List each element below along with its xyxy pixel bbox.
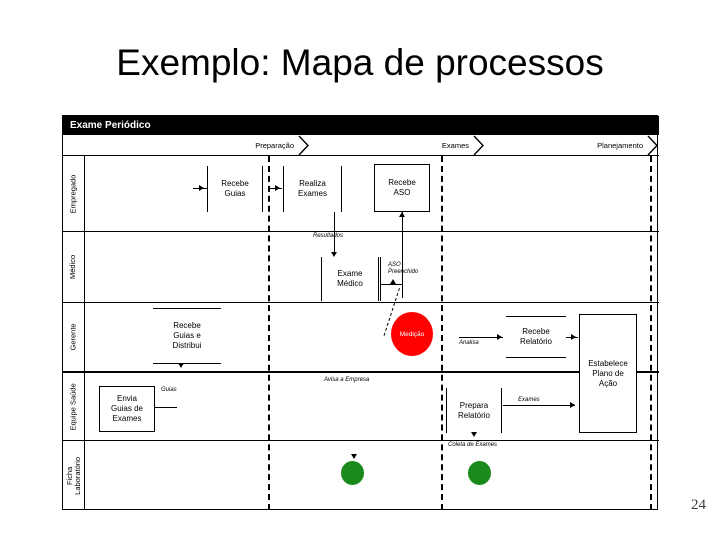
flow-label-avisa-empresa: Avisa a Empresa <box>324 377 370 383</box>
phase-planejamento: Planejamento <box>485 135 659 156</box>
phase-divider-1 <box>268 156 270 510</box>
diagram-header-title: Exame Periódico <box>63 116 659 135</box>
phase-exames-label: Exames <box>441 141 469 150</box>
page-number: 24 <box>691 497 706 513</box>
connector-resultados <box>334 212 335 252</box>
marker-medicao-label: Medição <box>399 330 425 338</box>
marker-green-2-label <box>468 461 491 485</box>
chevron-right-icon <box>647 135 659 156</box>
flow-label-guias: Guias <box>161 387 177 393</box>
phase-planejamento-label: Planejamento <box>597 141 643 150</box>
phase-preparacao-label: Preparação <box>255 141 294 150</box>
lane-ficha-laboratorio-text: Ficha Laboratório <box>64 456 82 495</box>
flow-label-coleta-exames: Coleta de Exames <box>448 442 498 448</box>
activity-prepara-relatorio[interactable]: Prepara Relatório <box>446 388 502 433</box>
activity-realiza-exames[interactable]: Realiza Exames <box>283 166 342 212</box>
lane-gerente-text: Gerente <box>68 323 78 351</box>
flow-label-exames: Exames <box>518 397 540 403</box>
phase-divider-2 <box>441 156 443 510</box>
chevron-right-icon <box>298 135 310 156</box>
lane-equipe-saude-text: Equipe Saúde <box>68 382 78 431</box>
arrow-right-icon <box>570 402 575 408</box>
phase-preparacao: Preparação <box>85 135 310 156</box>
lane-label-medico: Médico <box>63 232 85 302</box>
phase-exames: Exames <box>310 135 485 156</box>
flow-label-analisa: Analisa <box>459 340 479 346</box>
marker-green-2[interactable] <box>468 461 491 485</box>
phase-divider-3 <box>650 156 652 510</box>
arrow-down-icon <box>178 363 184 368</box>
activity-recebe-aso[interactable]: Recebe ASO <box>374 164 430 212</box>
connector-analisa <box>459 337 503 338</box>
arrow-down-icon <box>331 252 337 257</box>
marker-green-1-label <box>341 461 364 485</box>
lane-label-empregado: Empregado <box>63 156 85 231</box>
activity-recebe-relatorio[interactable]: Recebe Relatório <box>506 316 566 358</box>
arrow-down-icon <box>471 432 477 437</box>
chevron-right-icon <box>473 135 485 156</box>
arrow-down-icon <box>351 454 357 459</box>
connector-aso-preenchido-vertical <box>402 212 403 298</box>
lane-label-equipe-saude: Equipe Saúde <box>63 373 85 440</box>
connector-aso-rule <box>380 257 381 301</box>
activity-estabelece-plano-acao[interactable]: Estabelece Plano de Ação <box>579 314 637 433</box>
lane-ficha-laboratorio: Ficha Laboratório <box>63 441 659 510</box>
flow-label-aso-preenchido: ASO Preenchido <box>388 262 419 275</box>
lane-label-ficha-laboratorio: Ficha Laboratório <box>63 441 85 510</box>
connector-aso-horizontal <box>380 284 402 285</box>
arrow-right-icon <box>199 185 204 191</box>
connector-guias <box>155 407 177 408</box>
activity-recebe-guias-distribui[interactable]: Recebe Guias e Distribui <box>153 308 221 364</box>
activity-exame-medico[interactable]: Exame Médico <box>321 257 379 301</box>
connector-exames <box>503 405 575 406</box>
arrow-right-icon <box>571 334 576 340</box>
lane-gerente: Gerente <box>63 303 659 373</box>
arrow-right-icon <box>497 334 502 340</box>
lane-equipe-saude: Equipe Saúde <box>63 373 659 441</box>
lane-medico-text: Médico <box>68 254 78 280</box>
flow-label-resultados: Resultados <box>313 233 344 239</box>
marker-green-1[interactable] <box>341 461 364 485</box>
page-title: Exemplo: Mapa de processos <box>116 42 604 83</box>
process-map-diagram: Exame Periódico Preparação Exames Planej… <box>62 115 659 510</box>
arrow-up-icon <box>390 279 396 284</box>
lane-empregado: Empregado <box>63 156 659 232</box>
lane-label-gerente: Gerente <box>63 303 85 371</box>
arrow-up-icon <box>399 212 405 217</box>
arrow-right-icon <box>275 185 280 191</box>
lane-medico: Médico <box>63 232 659 303</box>
lane-empregado-text: Empregado <box>68 174 78 213</box>
marker-medicao[interactable]: Medição <box>391 312 433 356</box>
phase-band: Preparação Exames Planejamento <box>63 135 659 156</box>
activity-recebe-guias[interactable]: Recebe Guias <box>207 166 263 212</box>
activity-envia-guias-exames[interactable]: Envia Guias de Exames <box>99 386 155 432</box>
